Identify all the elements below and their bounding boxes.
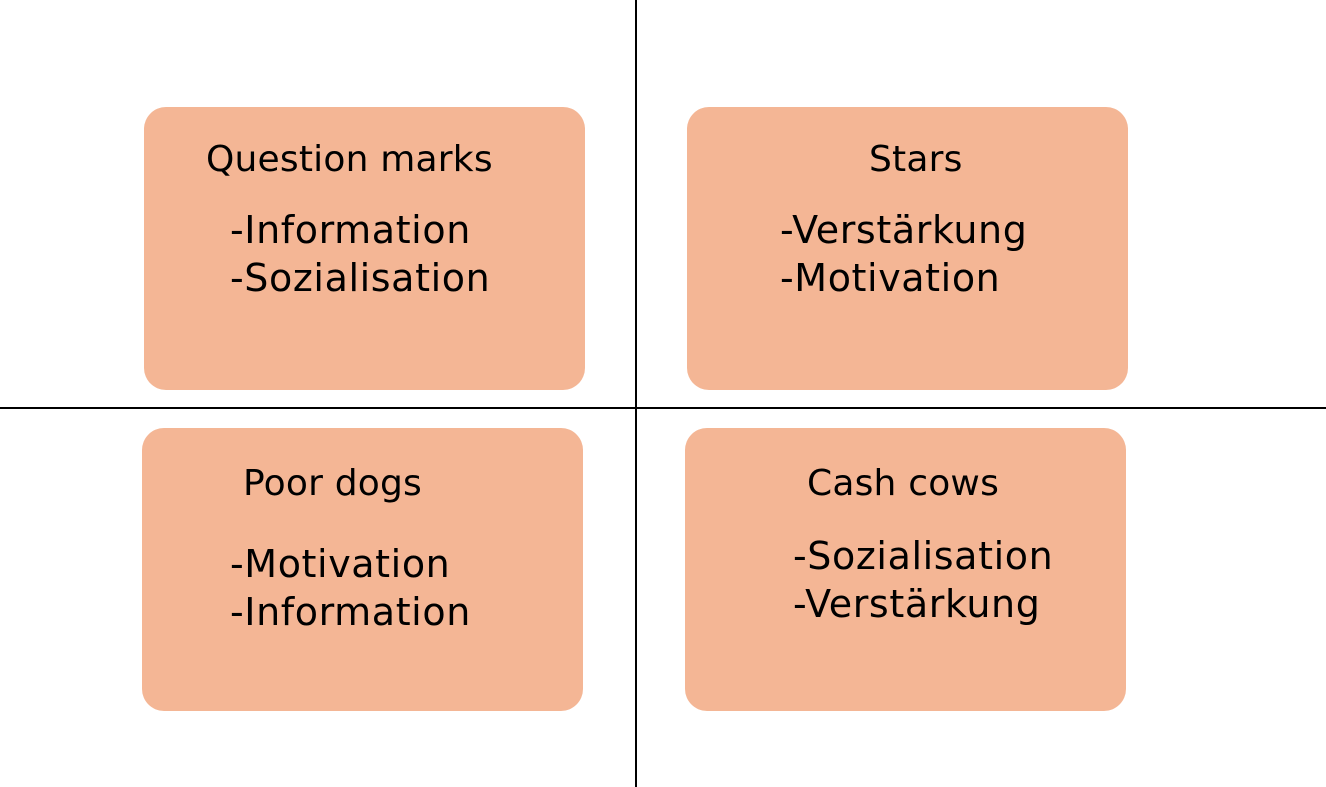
quadrant-item: -Motivation (230, 542, 451, 586)
quadrant-poor-dogs: Poor dogs -Motivation -Information (142, 428, 583, 711)
quadrant-item-list: -Motivation -Information (230, 540, 471, 636)
quadrant-title: Stars (869, 139, 963, 180)
quadrant-stars: Stars -Verstärkung -Motivation (687, 107, 1128, 390)
quadrant-title: Question marks (206, 139, 493, 180)
quadrant-item-list: -Verstärkung -Motivation (780, 206, 1027, 302)
quadrant-item: -Sozialisation (793, 534, 1054, 578)
quadrant-item: -Motivation (780, 256, 1001, 300)
horizontal-axis-line (0, 407, 1326, 409)
quadrant-title: Cash cows (807, 463, 1000, 504)
quadrant-title: Poor dogs (243, 463, 423, 504)
quadrant-cash-cows: Cash cows -Sozialisation -Verstärkung (685, 428, 1126, 711)
quadrant-item: -Verstärkung (780, 208, 1028, 252)
vertical-axis-line (635, 0, 637, 787)
quadrant-item: -Information (230, 590, 471, 634)
quadrant-item-list: -Information -Sozialisation (230, 206, 490, 302)
quadrant-item: -Verstärkung (793, 582, 1041, 626)
quadrant-item-list: -Sozialisation -Verstärkung (793, 532, 1053, 628)
quadrant-item: -Information (230, 208, 471, 252)
quadrant-question-marks: Question marks -Information -Sozialisati… (144, 107, 585, 390)
quadrant-item: -Sozialisation (230, 256, 491, 300)
